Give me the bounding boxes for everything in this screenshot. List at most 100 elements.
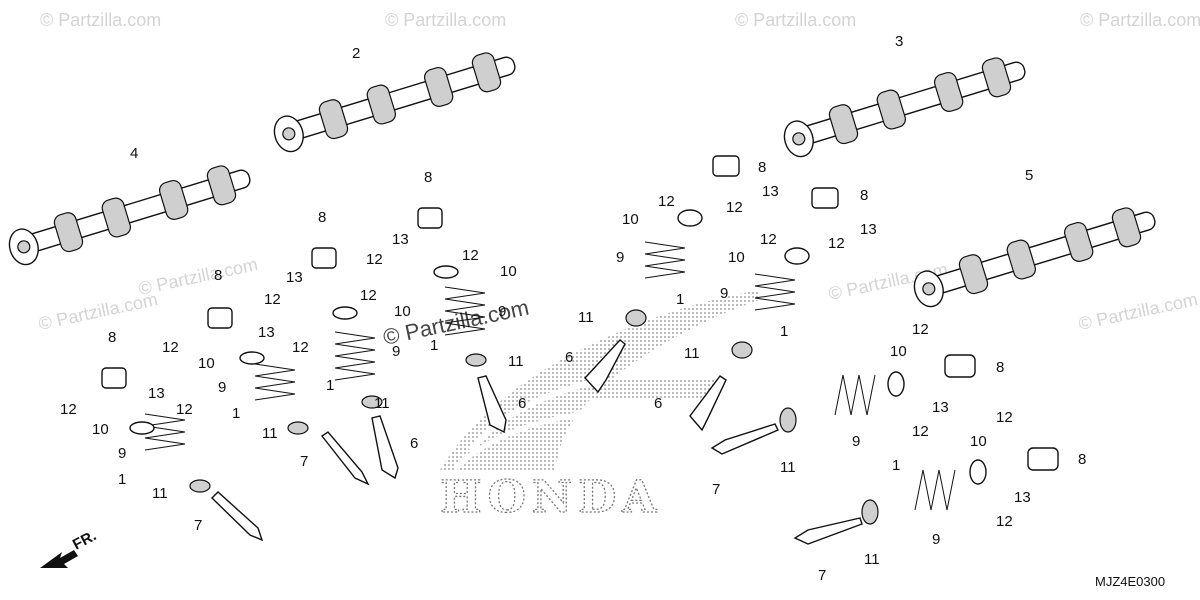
direction-label: FR.: [70, 527, 99, 553]
callout-label: 3: [895, 33, 903, 50]
camshafts: [8, 52, 1156, 308]
tappet: [944, 354, 976, 378]
callout-label: 6: [410, 435, 418, 452]
callout-label: 12: [760, 231, 777, 248]
honda-logo-text: HONDA: [440, 472, 662, 523]
camshaft-5: [913, 207, 1156, 308]
callout-labels: 4 2 3 5 8 8 8 8 8 8 8 8 13 13 13 13 13 1…: [60, 33, 1086, 584]
spring: [834, 374, 876, 416]
valve-seal: [731, 341, 753, 359]
callout-label: 12: [162, 339, 179, 356]
tappet: [811, 187, 839, 209]
callout-label: 8: [1078, 451, 1086, 468]
callout-label: 10: [622, 211, 639, 228]
spring: [254, 363, 296, 401]
retainer: [677, 209, 703, 227]
callout-label: 9: [720, 285, 728, 302]
callout-label: 6: [565, 349, 573, 366]
callout-label: 10: [198, 355, 215, 372]
spring: [144, 413, 186, 451]
callout-label: 13: [392, 231, 409, 248]
tappet: [311, 247, 337, 269]
callout-label: 9: [616, 249, 624, 266]
valve-springs: [144, 241, 956, 511]
callout-label: 9: [392, 343, 400, 360]
spring: [334, 331, 376, 381]
valve-seal: [465, 353, 487, 367]
callout-label: 1: [232, 405, 240, 422]
callout-label: 5: [1025, 167, 1033, 184]
callout-label: 11: [684, 345, 700, 362]
tappet: [1027, 447, 1059, 471]
callout-label: 13: [148, 385, 165, 402]
callout-label: 1: [118, 471, 126, 488]
tappet: [207, 307, 233, 329]
callout-label: 9: [498, 303, 506, 320]
callout-label: 1: [326, 377, 334, 394]
valve: [371, 415, 399, 480]
callout-label: 2: [352, 45, 360, 62]
callout-label: 11: [374, 395, 390, 412]
valve-seal: [287, 421, 309, 435]
callout-label: 9: [118, 445, 126, 462]
callout-label: 8: [860, 187, 868, 204]
callout-label: 10: [890, 343, 907, 360]
callout-label: 7: [300, 453, 308, 470]
valve: [211, 491, 264, 542]
callout-label: 12: [912, 321, 929, 338]
callout-label: 12: [292, 339, 309, 356]
spring: [444, 286, 486, 336]
callout-label: 11: [780, 459, 796, 476]
valve: [584, 339, 626, 394]
spring: [644, 241, 686, 279]
camshaft-3: [783, 57, 1026, 158]
callout-label: 10: [728, 249, 745, 266]
callout-label: 1: [430, 337, 438, 354]
camshaft-4: [8, 165, 251, 266]
callout-label: 12: [658, 193, 675, 210]
retainer: [969, 459, 987, 485]
callout-label: 12: [366, 251, 383, 268]
callout-label: 13: [932, 399, 949, 416]
callout-label: 8: [108, 329, 116, 346]
retainer: [784, 247, 810, 265]
watermark-text: © Partzilla.com: [40, 10, 161, 30]
valve-seal: [361, 395, 383, 409]
retainer: [332, 306, 358, 320]
callout-label: 12: [60, 401, 77, 418]
callout-label: 10: [394, 303, 411, 320]
valve-seal: [189, 479, 211, 493]
valve: [793, 517, 863, 545]
valve: [689, 375, 727, 432]
retainer: [433, 265, 459, 279]
callout-label: 12: [996, 409, 1013, 426]
callout-label: 4: [130, 145, 138, 162]
callout-label: 11: [578, 309, 594, 326]
spring: [914, 469, 956, 511]
callout-label: 11: [152, 485, 168, 502]
watermark-text: © Partzilla.com: [735, 10, 856, 30]
callout-label: 12: [462, 247, 479, 264]
callout-label: 7: [194, 517, 202, 534]
valve-seal: [625, 309, 647, 327]
callout-label: 11: [864, 551, 880, 568]
spring: [754, 273, 796, 311]
valves: [211, 339, 863, 545]
callout-label: 13: [258, 324, 275, 341]
callout-label: 10: [500, 263, 517, 280]
valve-seal: [779, 407, 797, 433]
callout-label: 12: [726, 199, 743, 216]
callout-label: 9: [218, 379, 226, 396]
tappet: [417, 207, 443, 229]
watermark-text: © Partzilla.com: [137, 254, 260, 299]
callout-label: 8: [996, 359, 1004, 376]
retainer: [887, 371, 905, 397]
valve: [477, 375, 507, 434]
tappet: [101, 367, 127, 389]
callout-label: 10: [970, 433, 987, 450]
watermark-text: © Partzilla.com: [1080, 10, 1200, 30]
retainers: [129, 209, 987, 525]
callout-label: 8: [214, 267, 222, 284]
